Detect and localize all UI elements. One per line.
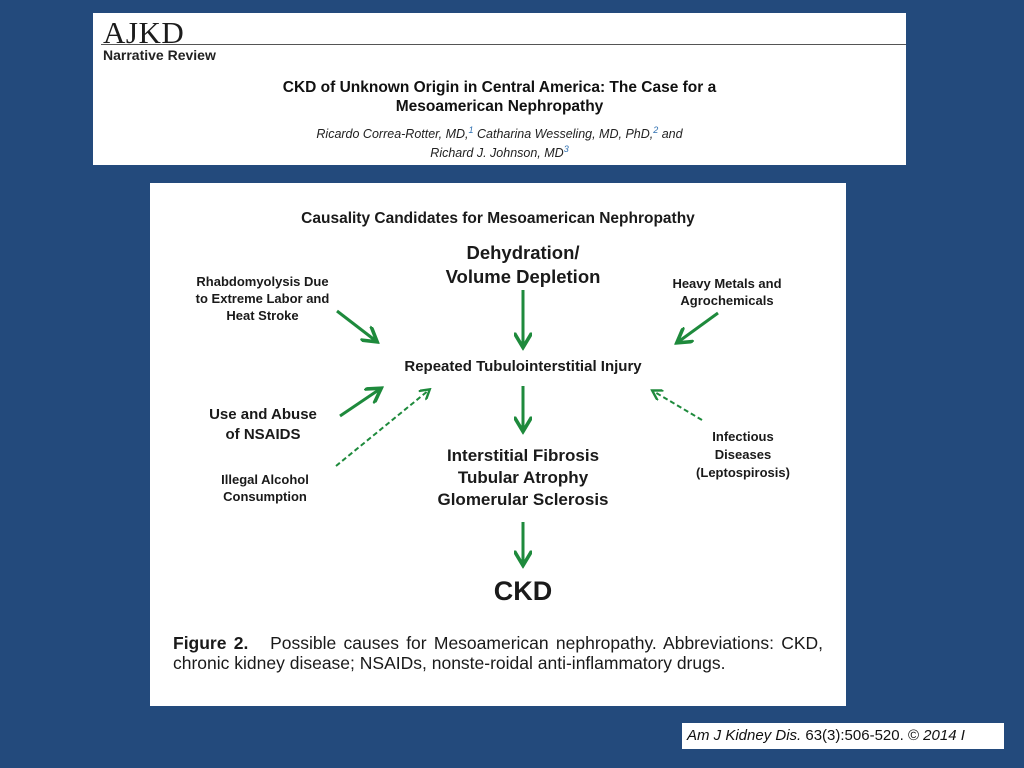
article-title-line-2: Mesoamerican Nephropathy — [395, 98, 604, 115]
arrow-rhabdo-to-injury — [336, 309, 376, 341]
node-tubulointerstitial-injury: Repeated Tubulointerstitial Injury — [404, 358, 642, 375]
node-heavy-metals-line-1: Heavy Metals and — [672, 276, 782, 291]
citation-box: Am J Kidney Dis. 63(3):506-520. © 2014 I — [682, 723, 1004, 749]
author-name: Ricardo Correa-Rotter, MD, — [316, 127, 469, 142]
node-fibrosis-atrophy-sclerosis: Interstitial Fibrosis Tubular Atrophy Gl… — [373, 445, 673, 511]
arrow-metals-to-injury — [678, 311, 719, 342]
citation-year: 2014 I — [923, 727, 965, 744]
arrow-layer — [335, 290, 719, 706]
author-list: Ricardo Correa-Rotter, MD,1 Catharina We… — [93, 123, 906, 161]
figure-caption-text: Possible causes for Mesoamerican nephrop… — [173, 633, 823, 673]
node-dehydration-line-1: Dehydration/ — [466, 242, 580, 263]
author-affiliation-mark: 2 — [653, 125, 659, 135]
node-rhabdomyolysis: Rhabdomyolysis Due to Extreme Labor and … — [165, 273, 360, 324]
article-type: Narrative Review — [103, 47, 216, 63]
article-title-line-1: CKD of Unknown Origin in Central America… — [282, 79, 717, 96]
node-nsaids-line-1: Use and Abuse — [209, 406, 317, 423]
node-dehydration-line-2: Volume Depletion — [445, 266, 601, 287]
node-nsaids-line-2: of NSAIDS — [225, 426, 301, 443]
node-fibrosis-line-3: Glomerular Sclerosis — [437, 490, 609, 509]
figure-card: Causality Candidates for Mesoamerican Ne… — [150, 183, 846, 706]
node-fibrosis-line-2: Tubular Atrophy — [457, 468, 589, 487]
node-illegal-alcohol-line-1: Illegal Alcohol — [221, 472, 309, 487]
node-rhabdomyolysis-line-1: Rhabdomyolysis Due — [196, 274, 329, 289]
author-line-2: Richard J. Johnson, MD3 — [93, 142, 906, 161]
author-line-1: Ricardo Correa-Rotter, MD,1 Catharina We… — [93, 123, 906, 142]
author-name: Richard J. Johnson, MD — [430, 146, 564, 161]
author-affiliation-mark: 3 — [563, 144, 569, 155]
figure-caption-label: Figure 2. — [173, 633, 249, 653]
arrow-infectious-to-injury — [653, 391, 703, 421]
header-divider — [101, 44, 906, 45]
article-title: CKD of Unknown Origin in Central America… — [93, 78, 906, 116]
author-affiliation-mark: 1 — [468, 125, 474, 135]
node-infectious-diseases: Infectious Diseases (Leptospirosis) — [668, 428, 818, 482]
arrow-nsaids-to-injury — [339, 389, 380, 418]
node-fibrosis-line-1: Interstitial Fibrosis — [446, 446, 600, 465]
node-nsaids: Use and Abuse of NSAIDS — [183, 405, 343, 445]
node-heavy-metals: Heavy Metals and Agrochemicals — [637, 275, 817, 309]
node-illegal-alcohol-line-2: Consumption — [223, 489, 307, 504]
figure-heading: Causality Candidates for Mesoamerican Ne… — [301, 210, 695, 227]
author-conjunction: and — [658, 127, 683, 142]
article-header-card: AJKD Narrative Review CKD of Unknown Ori… — [93, 13, 906, 165]
node-rhabdomyolysis-line-3: Heat Stroke — [226, 308, 299, 323]
node-illegal-alcohol: Illegal Alcohol Consumption — [185, 471, 345, 505]
node-infectious-diseases-line-1: Infectious — [712, 429, 774, 444]
node-dehydration: Dehydration/ Volume Depletion — [373, 241, 673, 289]
node-infectious-diseases-line-3: (Leptospirosis) — [696, 465, 790, 480]
node-infectious-diseases-line-2: Diseases — [714, 447, 772, 462]
node-ckd: CKD — [493, 576, 553, 606]
node-heavy-metals-line-2: Agrochemicals — [680, 293, 774, 308]
citation-journal: Am J Kidney Dis. — [687, 727, 802, 744]
citation-details: 63(3):506-520. © — [801, 727, 924, 744]
figure-caption: Figure 2. Possible causes for Mesoameric… — [173, 633, 823, 673]
node-rhabdomyolysis-line-2: to Extreme Labor and — [195, 291, 330, 306]
journal-logo: AJKD — [103, 15, 185, 50]
arrow-alcohol-to-injury — [335, 390, 429, 467]
author-name: Catharina Wesseling, MD, PhD, — [473, 127, 654, 142]
